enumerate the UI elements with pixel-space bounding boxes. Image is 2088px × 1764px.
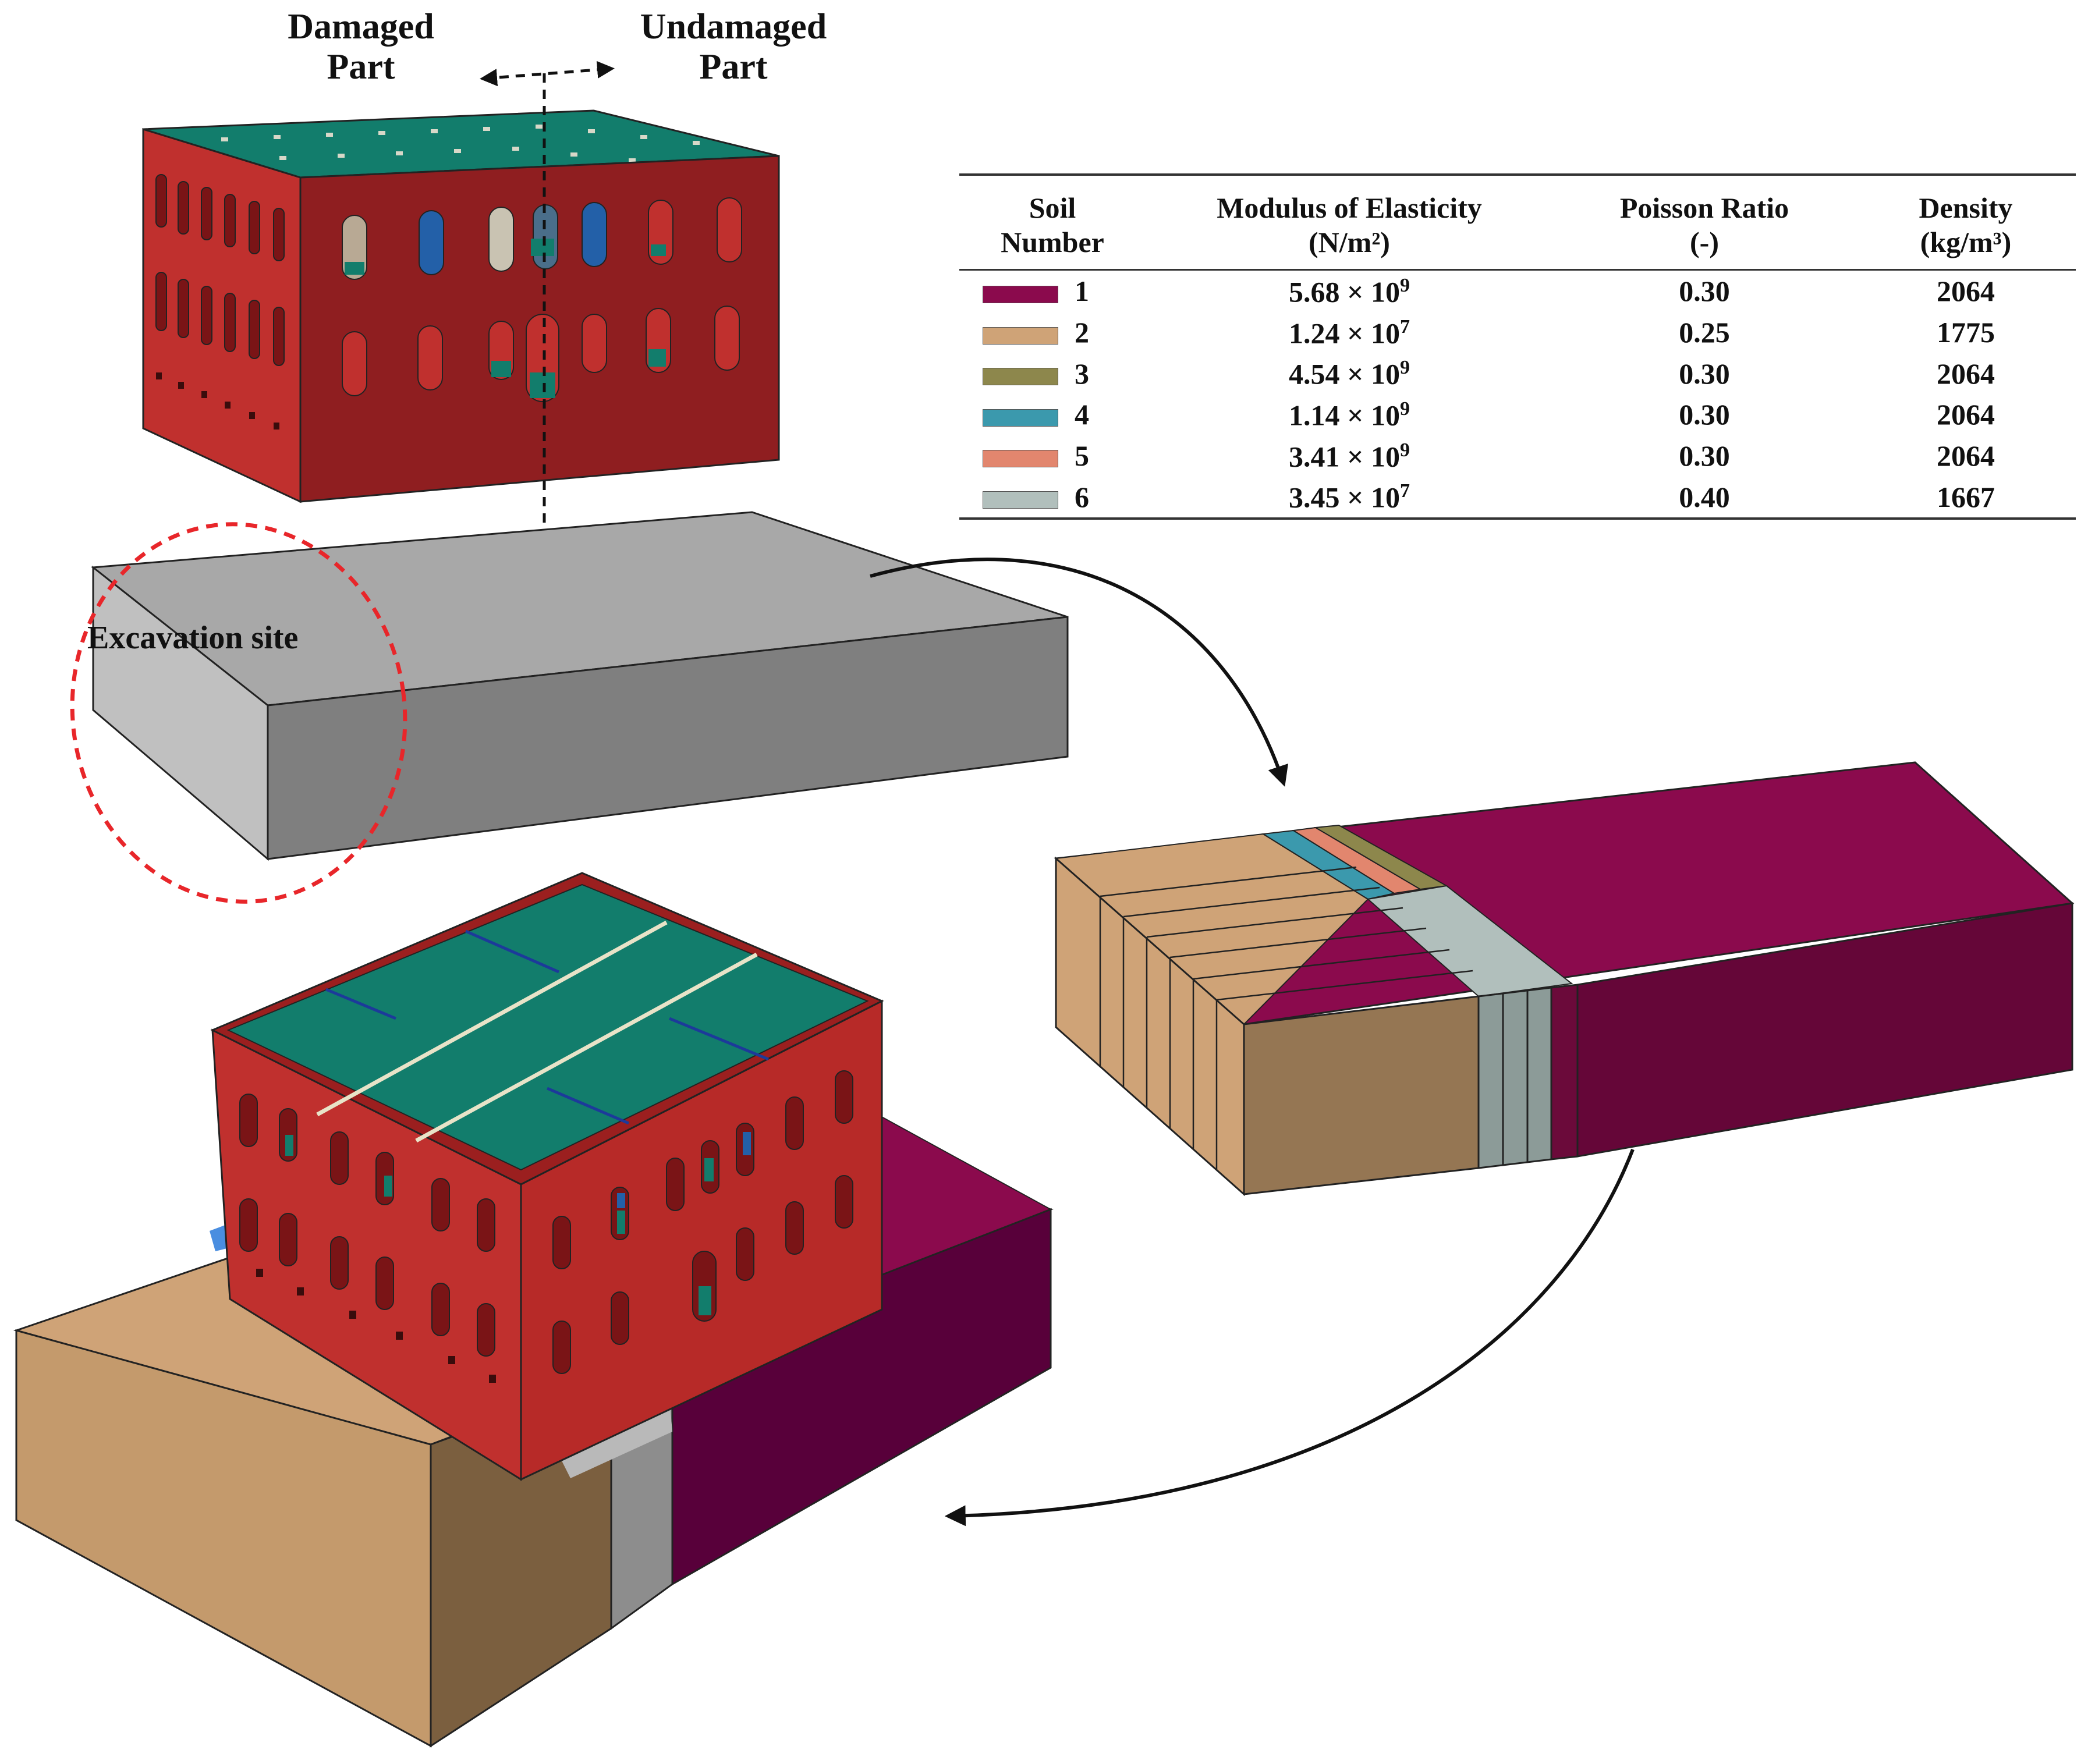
modulus-mantissa: 1.14 × 10 — [1289, 399, 1400, 432]
layered-soil-block — [1054, 761, 2075, 1197]
modulus-mantissa: 3.41 × 10 — [1289, 440, 1400, 473]
flow-arrow-2 — [944, 1148, 1635, 1527]
damaged-part-label-line1: Damaged — [288, 7, 434, 47]
header-poisson: Poisson Ratio (-) — [1619, 191, 1789, 258]
side-wall-windows — [155, 174, 285, 366]
density-cell: 2064 — [1937, 439, 1995, 472]
soil-number: 3 — [1075, 357, 1089, 390]
flow-arrow-1 — [870, 558, 1288, 787]
density-cell: 1667 — [1937, 480, 1995, 513]
table-header-row: Soil Number Modulus of Elasticity (N/m²)… — [959, 175, 2076, 270]
damaged-part-label-line2: Part — [327, 47, 395, 87]
poisson-cell: 0.30 — [1679, 275, 1730, 308]
modulus-cell: 5.68 × 109 — [1146, 270, 1553, 312]
roof-dots — [221, 125, 700, 162]
soil-number: 5 — [1075, 439, 1089, 472]
modulus-exponent: 9 — [1400, 275, 1410, 296]
undamaged-part-label-line2: Part — [699, 47, 768, 87]
modulus-cell: 1.24 × 107 — [1146, 312, 1553, 353]
soil-color-swatch — [983, 285, 1058, 303]
header-modulus: Modulus of Elasticity (N/m²) — [1217, 191, 1482, 258]
table-row: 5 3.41 × 109 0.30 2064 — [959, 435, 2076, 477]
window-roof-debris — [345, 239, 666, 398]
modulus-exponent: 9 — [1400, 357, 1410, 379]
modulus-mantissa: 1.24 × 10 — [1289, 317, 1400, 350]
modulus-cell: 4.54 × 109 — [1146, 353, 1553, 394]
undamaged-part-label-line1: Undamaged — [640, 7, 827, 47]
modulus-cell: 3.45 × 107 — [1146, 476, 1553, 519]
soil-number-cell: 4 — [959, 394, 1146, 435]
table-row: 4 1.14 × 109 0.30 2064 — [959, 394, 2076, 435]
modulus-mantissa: 4.54 × 10 — [1289, 357, 1400, 391]
modulus-mantissa: 3.45 × 10 — [1289, 481, 1400, 514]
soil-color-swatch — [983, 491, 1058, 509]
density-cell: 2064 — [1937, 398, 1995, 431]
excavation-site-label: Excavation site — [87, 620, 299, 656]
soil-number-cell: 5 — [959, 435, 1146, 477]
modulus-mantissa: 5.68 × 10 — [1289, 275, 1400, 308]
soil-number: 4 — [1075, 398, 1089, 431]
modulus-exponent: 7 — [1400, 480, 1410, 502]
soil-number: 2 — [1075, 315, 1089, 349]
soil-number-cell: 1 — [959, 270, 1146, 312]
poisson-cell: 0.30 — [1679, 398, 1730, 431]
soil-color-swatch — [983, 368, 1058, 386]
assembled-model — [13, 872, 1054, 1748]
undamaged-part-label: Undamaged Part — [617, 7, 850, 88]
soil-color-swatch — [983, 450, 1058, 468]
soil-number-cell: 3 — [959, 353, 1146, 394]
header-density: Density (kg/m³) — [1919, 191, 2013, 258]
table-row: 1 5.68 × 109 0.30 2064 — [959, 270, 2076, 312]
modulus-exponent: 9 — [1400, 397, 1410, 420]
poisson-cell: 0.40 — [1679, 480, 1730, 513]
header-soil-number: Soil Number — [1001, 191, 1104, 258]
gray-soil-block — [91, 511, 1069, 861]
poisson-cell: 0.30 — [1679, 439, 1730, 472]
soil-number-cell: 2 — [959, 312, 1146, 353]
excavation-outline — [70, 522, 407, 904]
modulus-exponent: 9 — [1400, 439, 1410, 461]
soil-properties-table: Soil Number Modulus of Elasticity (N/m²)… — [959, 173, 2076, 520]
soil-number-cell: 6 — [959, 476, 1146, 519]
soil-number: 6 — [1075, 480, 1089, 513]
modulus-exponent: 7 — [1400, 315, 1410, 338]
table-row: 2 1.24 × 107 0.25 1775 — [959, 312, 2076, 353]
side-wall-vents — [156, 372, 279, 430]
poisson-cell: 0.25 — [1679, 315, 1730, 349]
table-row: 6 3.45 × 107 0.40 1667 — [959, 476, 2076, 519]
table-row: 3 4.54 × 109 0.30 2064 — [959, 353, 2076, 394]
soil-color-swatch — [983, 326, 1058, 345]
density-cell: 2064 — [1937, 357, 1995, 390]
density-cell: 1775 — [1937, 315, 1995, 349]
damage-divider-arrows — [480, 61, 615, 585]
top-building — [142, 109, 780, 503]
soil-number: 1 — [1075, 275, 1089, 308]
modulus-cell: 3.41 × 109 — [1146, 435, 1553, 477]
damaged-part-label: Damaged Part — [244, 7, 477, 88]
soil-color-swatch — [983, 409, 1058, 427]
density-cell: 2064 — [1937, 275, 1995, 308]
modulus-cell: 1.14 × 109 — [1146, 394, 1553, 435]
poisson-cell: 0.30 — [1679, 357, 1730, 390]
